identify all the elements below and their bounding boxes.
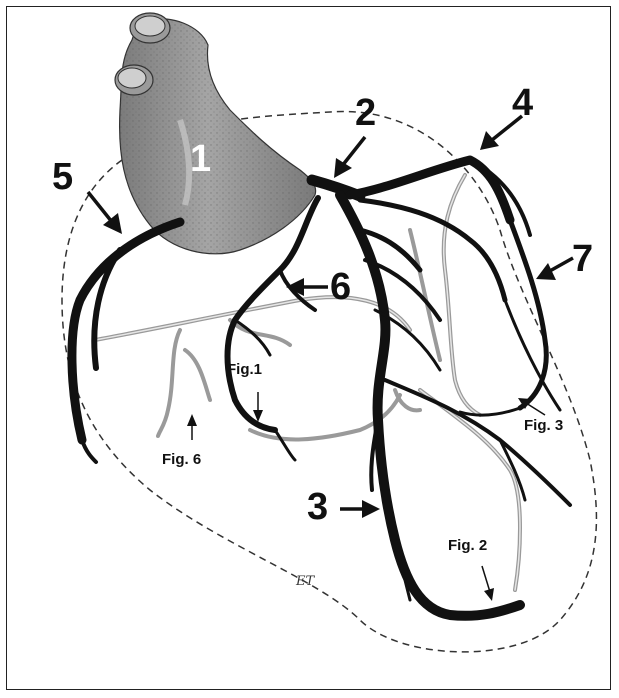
fig-3-label: Fig. 3: [524, 418, 563, 433]
aortic-stump-lower: [115, 65, 153, 95]
right-coronary-artery: [72, 222, 180, 440]
fig-6-label: Fig. 6: [162, 452, 201, 467]
label-3: 3: [307, 488, 328, 526]
coronary-vessels: [72, 160, 570, 616]
label-1: 1: [190, 140, 211, 178]
artist-signature: ET: [296, 574, 314, 589]
label-2: 2: [355, 94, 376, 132]
label-6: 6: [330, 268, 351, 306]
aortic-stump-upper: [130, 13, 170, 43]
label-4: 4: [512, 84, 533, 122]
anterior-descending-artery: [340, 195, 520, 616]
fig-1-label: Fig.1: [227, 362, 262, 377]
fig-2-label: Fig. 2: [448, 538, 487, 553]
arrow-3: [340, 500, 380, 518]
arrow-fig2: [482, 566, 494, 601]
arrow-7: [536, 258, 573, 280]
arrow-5: [88, 192, 122, 234]
aorta: [115, 13, 316, 254]
arrow-2: [334, 137, 365, 178]
arrow-fig6: [187, 414, 197, 440]
arrow-fig1: [253, 392, 263, 422]
arrow-6: [286, 278, 328, 296]
label-7: 7: [572, 240, 593, 278]
label-5: 5: [52, 158, 73, 196]
